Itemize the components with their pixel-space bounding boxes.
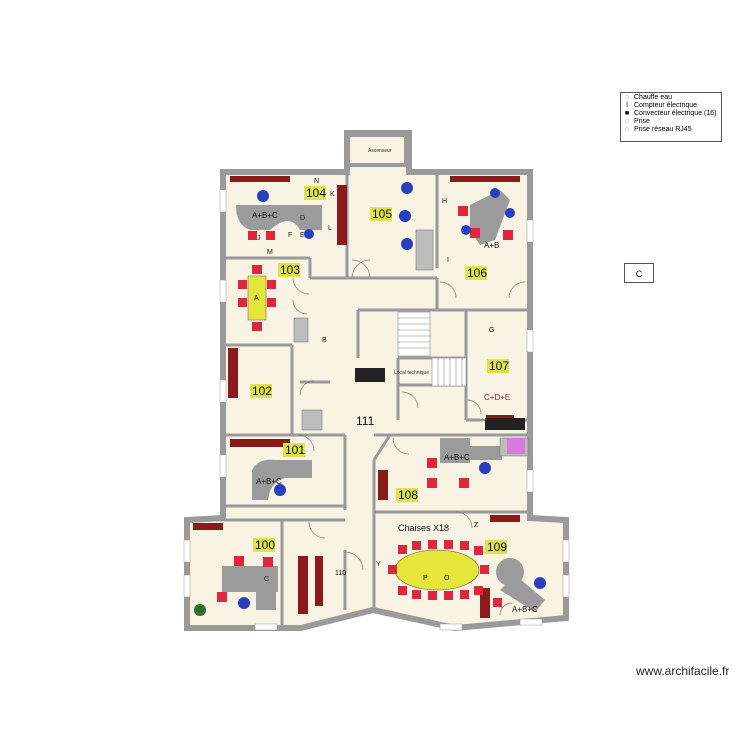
room-105: 105 <box>372 207 392 221</box>
room-101: 101 <box>285 443 305 457</box>
legend-item-prise: ◌Prise <box>624 118 650 125</box>
meeting-table-109 <box>394 549 480 591</box>
legend-item-rj45: ◌Prise réseau RJ45 <box>624 126 692 133</box>
desk-101 <box>252 459 312 500</box>
svg-text:M: M <box>267 249 273 256</box>
windows <box>183 189 570 631</box>
svg-text:E: E <box>300 232 305 239</box>
pink-box <box>507 438 525 454</box>
water-heater-icon: ◌ <box>624 94 630 101</box>
room-labels: 104 105 106 103 102 107 101 108 111 100 … <box>250 186 509 554</box>
meeting-table-103 <box>247 275 267 321</box>
chairs-red <box>217 206 513 607</box>
room-100: 100 <box>255 538 275 552</box>
room-110: 110 <box>335 570 346 577</box>
elevator-shaft <box>346 133 408 167</box>
room-103: 103 <box>280 263 300 277</box>
interior-walls <box>187 172 530 628</box>
svg-text:I: I <box>447 257 449 264</box>
local-technique-label: Local technique <box>394 370 429 376</box>
plant-icon <box>194 604 206 616</box>
outlet-icon: ◌ <box>624 118 630 125</box>
label-abc-100: A+B+C <box>512 605 538 614</box>
chairs-blue <box>238 182 546 609</box>
printer-local-technique <box>355 368 385 382</box>
svg-text:O: O <box>444 575 450 582</box>
printer-107 <box>485 418 525 430</box>
room-102: 102 <box>252 384 272 398</box>
svg-text:C: C <box>264 576 269 583</box>
svg-text:P: P <box>423 575 428 582</box>
svg-text:N: N <box>314 178 319 185</box>
round-table-109 <box>496 558 524 586</box>
svg-text:K: K <box>330 191 335 198</box>
label-abc-108: A+B+C <box>444 453 470 462</box>
svg-text:L: L <box>328 225 332 232</box>
svg-text:G: G <box>489 327 494 334</box>
label-abc-104: A+B+C <box>252 211 278 220</box>
room-108: 108 <box>398 488 418 502</box>
convector-icon: ■ <box>624 110 630 117</box>
svg-text:A: A <box>254 295 259 302</box>
svg-text:Z: Z <box>474 522 479 529</box>
svg-text:Y: Y <box>376 561 381 568</box>
doors <box>292 259 526 616</box>
svg-text:B: B <box>322 337 327 344</box>
desk-100b <box>256 580 276 610</box>
desk-104 <box>236 205 322 230</box>
letter-markers: N K D L E F I J M A B C G H O P Z Y <box>254 178 494 583</box>
room-106: 106 <box>467 266 487 280</box>
legend-item-chauffe-eau: ◌Chauffe eau <box>624 94 673 101</box>
room-107: 107 <box>489 359 509 373</box>
room-104: 104 <box>306 186 326 200</box>
furniture-labels: A+B+C A+B C+D+E A+B+C A+B+C A+B+C <box>252 211 538 614</box>
network-outlet-icon: ◌ <box>624 126 630 133</box>
svg-text:F: F <box>288 232 292 239</box>
svg-text:D: D <box>300 215 305 222</box>
svg-text:J: J <box>257 235 261 242</box>
staircase <box>397 311 467 387</box>
label-abc-101: A+B+C <box>256 477 282 486</box>
room-111: 111 <box>356 414 375 428</box>
chaises-label: Chaises X18 <box>398 523 449 533</box>
room-109: 109 <box>487 540 507 554</box>
desk-108b <box>462 446 502 460</box>
label-ab-106: A+B <box>484 241 499 250</box>
meter-icon: ǀ <box>626 102 628 109</box>
watermark: www.archifacile.fr <box>636 664 730 678</box>
svg-text:H: H <box>442 198 447 205</box>
label-cde-107: C+D+E <box>484 393 510 402</box>
side-box-c: C <box>624 263 654 283</box>
elevator-label: Ascenseur <box>368 148 392 154</box>
legend-item-convecteur: ■Convecteur électrique (16) <box>624 110 717 117</box>
